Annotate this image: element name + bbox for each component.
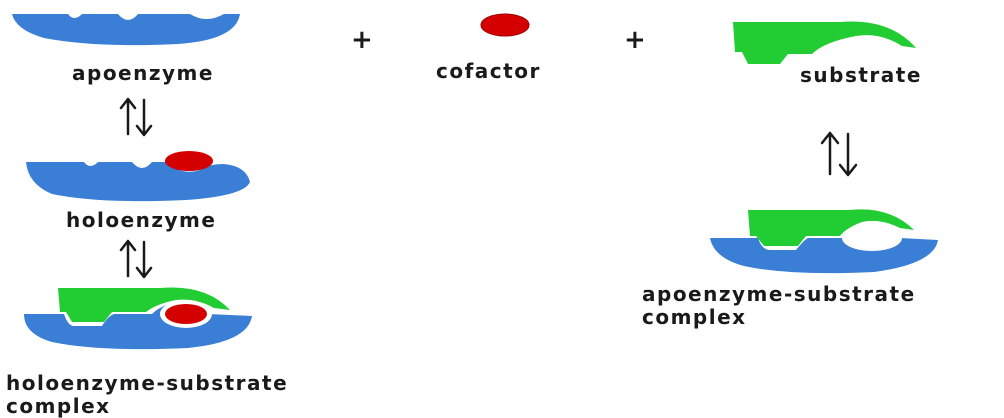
equilibrium-arrows-icon xyxy=(119,97,153,137)
plus-sign-2: + xyxy=(624,25,646,55)
apoenzyme-substrate-complex-label-line2: complex xyxy=(642,305,747,329)
apoenzyme-label: apoenzyme xyxy=(72,61,214,85)
plus-sign-1: + xyxy=(351,25,373,55)
substrate-label: substrate xyxy=(800,63,922,87)
equilibrium-arrows-icon xyxy=(119,239,153,279)
cofactor-label: cofactor xyxy=(436,59,541,83)
holoenzyme-substrate-complex-label-line1: holoenzyme-substrate xyxy=(6,371,289,395)
holoenzyme-label: holoenzyme xyxy=(66,208,217,232)
apoenzyme-substrate-complex-label-line1: apoenzyme-substrate xyxy=(642,282,916,306)
holoenzyme-substrate-complex-label-line2: complex xyxy=(6,394,111,418)
equilibrium-arrows-icon xyxy=(820,131,858,177)
